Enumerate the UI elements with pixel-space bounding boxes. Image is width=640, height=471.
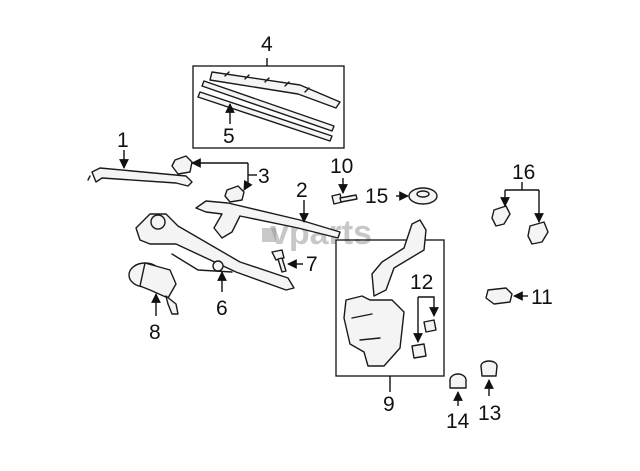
callout-16: 16 (512, 161, 535, 184)
callout-14: 14 (446, 410, 470, 433)
wiper-blade[interactable] (209, 71, 341, 109)
callout-9: 9 (383, 393, 395, 416)
callout-15: 15 (365, 185, 388, 208)
callout-10: 10 (330, 155, 353, 178)
callout-12: 12 (410, 271, 433, 294)
callout-11: 11 (531, 286, 553, 309)
cap-14[interactable] (449, 373, 467, 406)
wiper-arm[interactable] (87, 150, 193, 187)
grommet[interactable] (396, 187, 438, 205)
wiper-blade-insert[interactable] (197, 80, 335, 142)
reservoir-caps-12[interactable] (411, 319, 437, 359)
passenger-wiper-arm[interactable] (195, 200, 341, 239)
wiper-arm-caps[interactable] (171, 155, 257, 203)
callout-7: 7 (306, 253, 318, 276)
callout-1: 1 (117, 129, 129, 152)
washer-reservoir-group[interactable] (335, 219, 445, 392)
leader-3b (243, 179, 253, 191)
washer-pump[interactable] (485, 287, 528, 305)
wiper-linkage[interactable] (135, 213, 295, 292)
leader-12a (418, 296, 439, 317)
washer-reservoir[interactable] (343, 219, 427, 367)
clips-16[interactable] (491, 182, 549, 245)
callout-13: 13 (478, 402, 501, 425)
callout-4: 4 (261, 33, 273, 56)
callout-2: 2 (296, 179, 308, 202)
wiper-motor[interactable] (128, 262, 179, 316)
wiper-blade-frame (192, 65, 345, 149)
fitting-13[interactable] (480, 360, 498, 396)
linkage-bolt[interactable] (271, 249, 303, 273)
callout-3: 3 (258, 165, 270, 188)
wiper-blade-group[interactable] (192, 58, 345, 149)
callout-8: 8 (149, 321, 161, 344)
callout-5: 5 (223, 125, 235, 148)
bolt-10[interactable] (331, 178, 358, 205)
callout-6: 6 (216, 297, 228, 320)
